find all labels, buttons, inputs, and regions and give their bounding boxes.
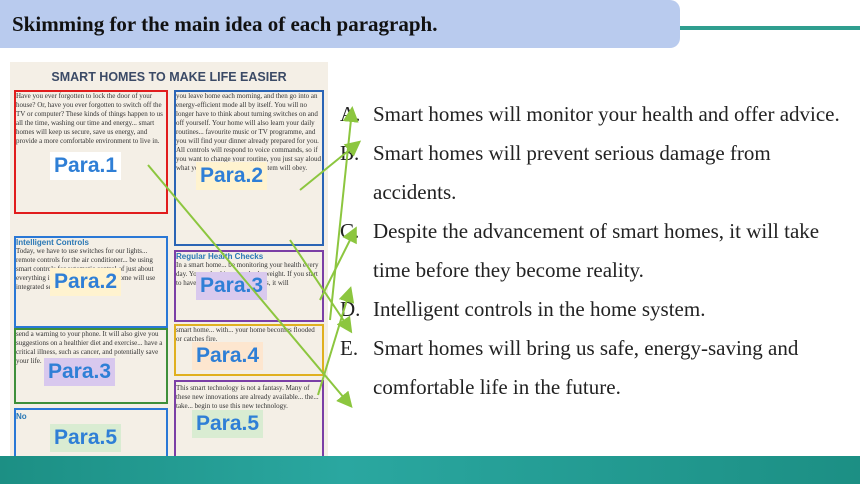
option-a: A.Smart homes will monitor your health a…	[340, 95, 850, 134]
page-title: Skimming for the main idea of each parag…	[12, 11, 438, 36]
article-para-1: Have you ever forgotten to lock the door…	[16, 92, 163, 145]
arrow-para2-to-d	[289, 239, 353, 334]
para-6-box	[174, 324, 324, 376]
footer-band	[0, 456, 860, 484]
para-tag-1: Para.1	[50, 152, 122, 180]
article-para-7: No	[16, 412, 166, 458]
title-bar: Skimming for the main idea of each parag…	[0, 0, 680, 48]
option-e-text: Smart homes will bring us safe, energy-s…	[373, 336, 799, 399]
section-heading-no: No	[16, 412, 27, 421]
arrow-para5-to-c	[317, 286, 355, 396]
option-c: C.Despite the advancement of smart homes…	[340, 212, 850, 290]
option-e: E. Smart homes will bring us safe, energy…	[340, 329, 850, 407]
option-b: B.Smart homes will prevent serious damag…	[340, 134, 850, 212]
para-tag-8: Para.5	[192, 410, 264, 438]
para-5-box	[174, 250, 324, 322]
article-image: SMART HOMES TO MAKE LIFE EASIER Have you…	[10, 62, 328, 466]
answer-options: A.Smart homes will monitor your health a…	[340, 95, 850, 407]
section-heading-health: Regular Health Checks	[176, 252, 264, 261]
arrow-to-a	[329, 106, 359, 321]
para-tag-4: Para.3	[196, 272, 268, 300]
option-d-text: Intelligent controls in the home system.	[373, 297, 706, 321]
option-a-text: Smart homes will monitor your health and…	[373, 102, 840, 126]
para-1-box	[14, 90, 168, 214]
para-tag-2: Para.2	[196, 162, 268, 190]
article-para-6: smart home... with... your home becomes …	[176, 326, 315, 343]
arrow-para3-to-b	[319, 226, 357, 301]
article-heading: SMART HOMES TO MAKE LIFE EASIER	[51, 70, 287, 84]
para-5-left-box	[14, 328, 168, 404]
section-heading-intelligent: Intelligent Controls	[16, 238, 89, 247]
article-para-5: send a warning to your phone. It will al…	[16, 330, 163, 365]
para-tag-7: Para.5	[50, 424, 122, 452]
para-tag-6: Para.4	[192, 342, 264, 370]
arrow-para2-to-a	[299, 140, 362, 191]
para-tag-5: Para.3	[44, 358, 116, 386]
option-c-text: Despite the advancement of smart homes, …	[373, 219, 820, 282]
para-3-box	[14, 236, 168, 328]
arrow-para1-to-e	[147, 164, 353, 409]
para-tag-3: Para.2	[50, 268, 122, 296]
para-2-box	[174, 90, 324, 246]
option-d: D.Intelligent controls in the home syste…	[340, 290, 850, 329]
option-e-key: E.	[340, 336, 359, 360]
option-b-text: Smart homes will prevent serious damage …	[373, 141, 771, 204]
article-para-8: This smart technology is not a fantasy. …	[176, 384, 319, 410]
